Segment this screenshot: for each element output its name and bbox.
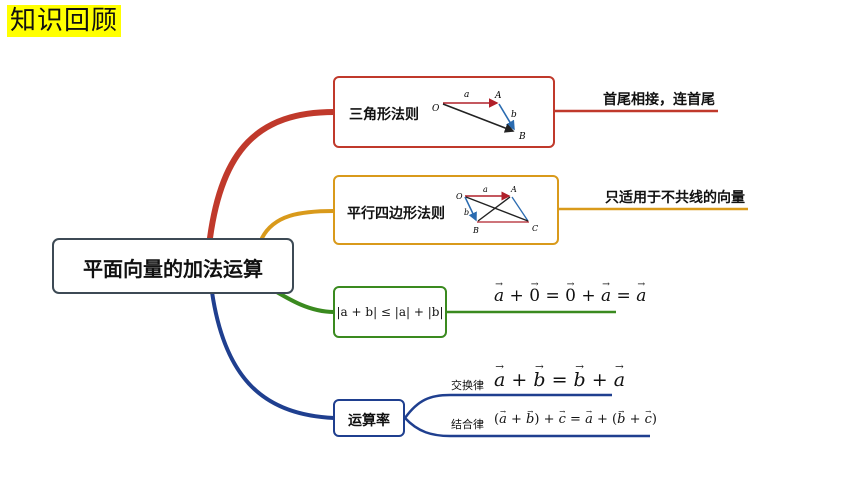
vector-a-label: a xyxy=(483,185,488,194)
point-o-label: O xyxy=(456,192,463,201)
vector-a-label: a xyxy=(464,90,469,100)
right-paren: ) xyxy=(651,412,657,427)
triangle-rule-diagram: O a A b B xyxy=(432,90,526,142)
triangle-rule-label: 三角形法则 xyxy=(349,107,419,123)
page-title: 知识回顾 xyxy=(7,5,122,37)
vector-b: b xyxy=(617,412,625,427)
side-ac xyxy=(511,196,529,222)
central-node-label: 平面向量的加法运算 xyxy=(83,257,263,281)
vector-b: b xyxy=(533,369,545,391)
plus-sign: + xyxy=(510,412,522,427)
inequality-label: |a + b| ≤ |a| + |b| xyxy=(336,305,444,319)
vector-b: b xyxy=(574,369,586,391)
right-paren: ) xyxy=(534,412,540,427)
vector-a: a xyxy=(601,286,611,306)
vector-b-label: b xyxy=(511,110,517,120)
branch-connector-triangle xyxy=(207,109,337,241)
law-connector-commutative xyxy=(403,393,612,419)
plus-sign: + xyxy=(591,369,608,391)
vector-a: a xyxy=(494,286,504,306)
plus-sign: + xyxy=(597,412,608,427)
vector-ob xyxy=(464,196,477,222)
left-paren: ( xyxy=(612,412,618,427)
zero-vector-identity: a + 0 = 0 + a = a xyxy=(494,286,646,306)
triangle-rule-node: 三角形法则 O a A b B xyxy=(333,76,555,148)
equals-sign: = xyxy=(570,412,581,427)
commutative-law-formula: a + b = b + a xyxy=(494,369,625,391)
central-node: 平面向量的加法运算 xyxy=(52,238,294,294)
associative-law-name: 结合律 xyxy=(451,418,484,431)
plus-sign: + xyxy=(629,412,641,427)
vector-c: c xyxy=(559,412,566,427)
laws-node: 运算率 xyxy=(333,399,405,437)
branch-connector-laws xyxy=(210,290,336,420)
point-a-label: A xyxy=(494,91,502,101)
vector-a: a xyxy=(614,369,625,391)
associative-law-formula: (a + b) + c = a + (b + c) xyxy=(494,412,657,427)
vector-c: c xyxy=(645,412,652,427)
plus-sign: + xyxy=(509,286,524,306)
vector-b: b xyxy=(526,412,534,427)
point-b-label: B xyxy=(518,132,526,142)
diagonal-oc xyxy=(465,196,529,222)
plus-sign: + xyxy=(511,369,528,391)
diagonal-ab xyxy=(477,196,511,222)
inequality-node: |a + b| ≤ |a| + |b| xyxy=(333,286,447,338)
parallelogram-rule-label: 平行四边形法则 xyxy=(347,206,445,222)
zero-vector: 0 xyxy=(565,286,576,306)
plus-sign: + xyxy=(581,286,596,306)
vector-a: a xyxy=(494,369,505,391)
parallelogram-rule-diagram: O a A b B C xyxy=(456,185,538,235)
vector-ob xyxy=(442,103,515,133)
triangle-rule-note: 首尾相接，连首尾 xyxy=(603,92,715,108)
vector-a: a xyxy=(636,286,646,306)
commutative-law-name: 交换律 xyxy=(451,379,484,392)
laws-label: 运算率 xyxy=(348,413,390,429)
parallelogram-rule-node: 平行四边形法则 O a A b B C xyxy=(333,175,559,245)
law-connector-associative xyxy=(404,417,650,438)
left-paren: ( xyxy=(494,412,500,427)
point-b-label: B xyxy=(472,226,479,235)
vector-a: a xyxy=(585,412,593,427)
equals-sign: = xyxy=(551,369,568,391)
point-c-label: C xyxy=(532,224,538,233)
point-a-label: A xyxy=(510,185,517,194)
equals-sign: = xyxy=(545,286,560,306)
vector-b-label: b xyxy=(464,208,469,217)
zero-vector: 0 xyxy=(529,286,540,306)
branch-connector-parallelogram xyxy=(260,209,336,240)
parallelogram-rule-note: 只适用于不共线的向量 xyxy=(605,190,745,206)
vector-a: a xyxy=(499,412,507,427)
equals-sign: = xyxy=(616,286,631,306)
point-o-label: O xyxy=(432,104,440,114)
plus-sign: + xyxy=(543,412,555,427)
